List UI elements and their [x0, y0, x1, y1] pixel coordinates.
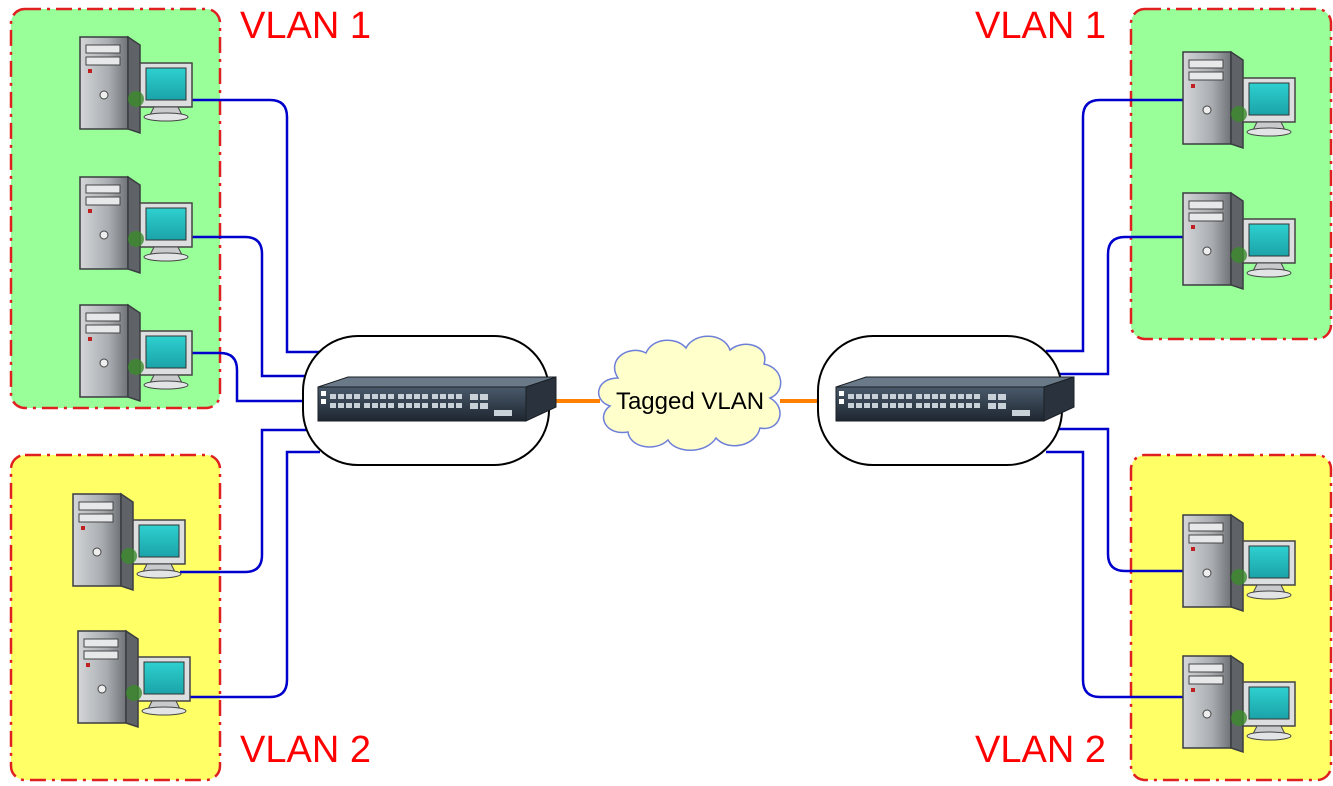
vlan2-label-right: VLAN 2	[975, 729, 1106, 771]
switch-right	[817, 335, 1075, 466]
switch-left	[302, 335, 557, 466]
network-switch-icon	[317, 376, 557, 422]
network-switch-icon	[835, 376, 1075, 422]
access-links-right	[1046, 98, 1187, 699]
vlan1-label-right: VLAN 1	[975, 5, 1106, 47]
access-links-left	[180, 98, 320, 699]
vlan1-label-left: VLAN 1	[240, 5, 371, 47]
vlan2-label-left: VLAN 2	[240, 729, 371, 771]
cloud-label: Tagged VLAN	[616, 388, 764, 415]
cloud-icon: Tagged VLAN	[598, 335, 782, 451]
